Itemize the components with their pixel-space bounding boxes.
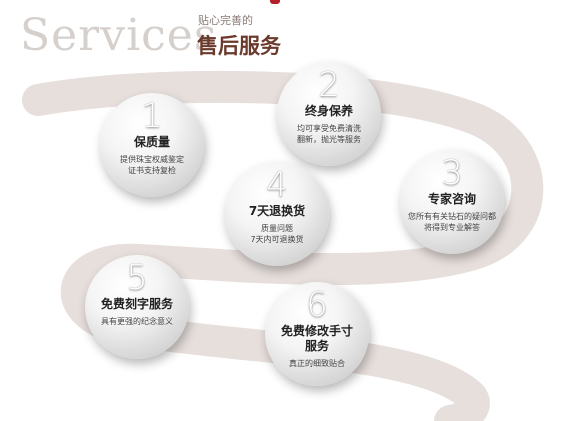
service-number: 4 [266,165,288,205]
service-number: 5 [126,258,148,298]
service-circle-1[interactable]: 1 保质量 提供珠宝权威鉴定 证书支持复检 [100,93,204,197]
service-title: 7天退换货 [248,204,306,218]
service-desc-line: 提供珠宝权威鉴定 [120,155,184,164]
service-desc: 您所有有关钻石的疑问都 将得到专业解答 [400,211,504,233]
service-desc-line: 真正的细致贴合 [289,359,345,368]
service-title-line: 服务 [304,339,329,353]
service-circle-2[interactable]: 2 终身保养 均可享受免费清洗 翻新，抛光等服务 [277,62,381,166]
service-title: 保质量 [133,135,170,149]
service-desc-line: 质量问题 [261,224,293,233]
service-circle-6[interactable]: 6 免费修改手寸 服务 真正的细致贴合 [265,282,369,386]
service-desc: 真正的细致贴合 [265,358,369,369]
service-desc-line: 均可享受免费清洗 [297,124,361,133]
subtitle: 贴心完善的 [198,14,253,27]
service-title: 终身保养 [304,104,353,118]
service-desc: 提供珠宝权威鉴定 证书支持复检 [100,154,204,176]
service-circle-3[interactable]: 3 专家咨询 您所有有关钻石的疑问都 将得到专业解答 [400,150,504,254]
service-number: 3 [441,153,463,193]
service-desc-line: 翻新，抛光等服务 [297,135,361,144]
service-number: 1 [141,96,163,136]
service-desc-line: 您所有有关钻石的疑问都 [408,212,496,221]
service-desc: 质量问题 7天内可退换货 [225,223,329,245]
service-number: 2 [318,65,340,105]
service-desc-line: 证书支持复检 [128,166,176,175]
service-desc-line: 7天内可退换货 [250,235,304,244]
accent-mark [270,0,280,4]
service-title: 免费刻字服务 [100,297,173,311]
service-number: 6 [306,285,328,325]
service-desc-line: 将得到专业解答 [424,223,480,232]
service-title: 专家咨询 [427,192,476,206]
service-desc: 具有更强的纪念意义 [85,316,189,327]
service-desc-line: 具有更强的纪念意义 [101,317,173,326]
service-title-line: 免费修改手寸 [280,324,353,338]
service-circle-4[interactable]: 4 7天退换货 质量问题 7天内可退换货 [225,162,329,266]
service-circle-5[interactable]: 5 免费刻字服务 具有更强的纪念意义 [85,255,189,359]
service-title: 免费修改手寸 服务 [265,324,369,354]
english-title: Services [20,10,218,61]
service-desc: 均可享受免费清洗 翻新，抛光等服务 [277,123,381,145]
chinese-title: 售后服务 [197,34,281,58]
ribbon-band [22,70,544,421]
